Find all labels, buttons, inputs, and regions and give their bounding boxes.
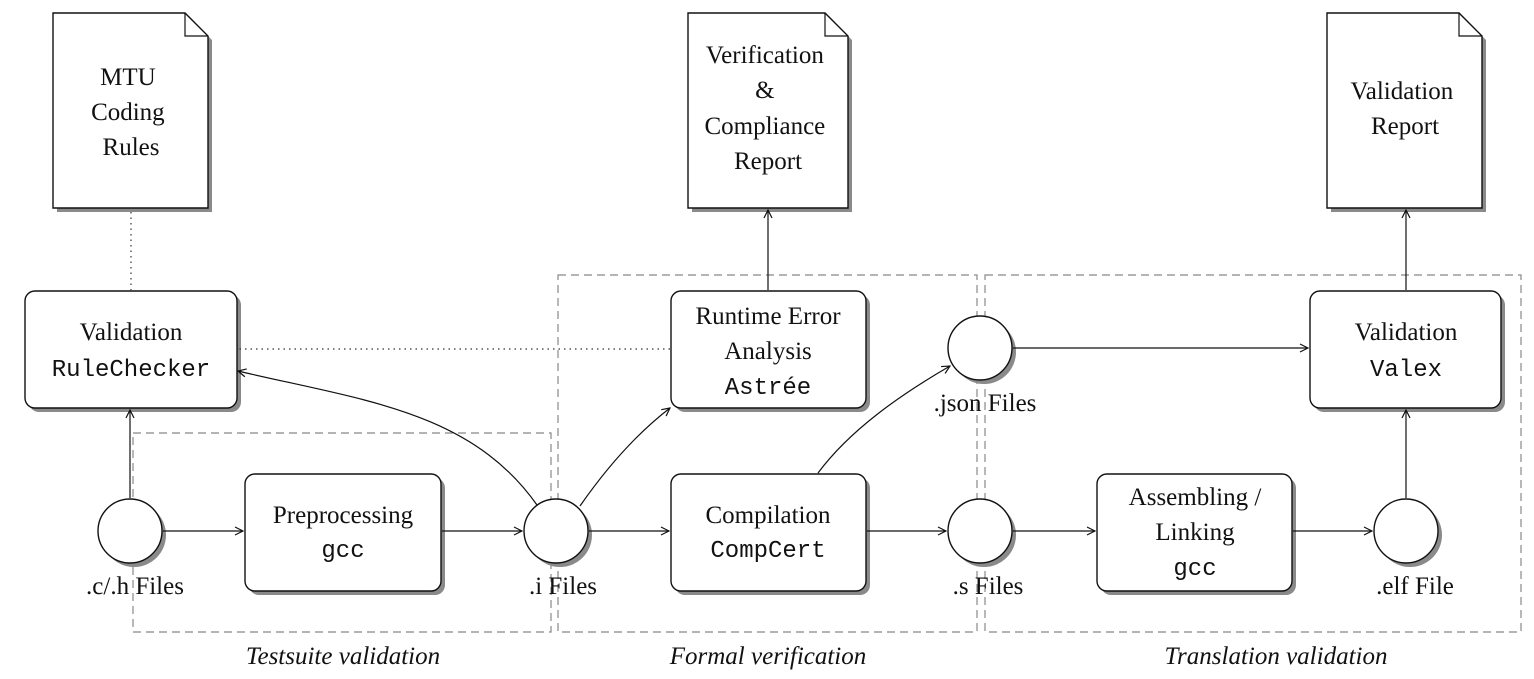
process-valex-label: Validation — [1355, 319, 1458, 346]
svg-text:Verification & Com: Verification & Compliance Report — [704, 42, 831, 175]
group-formal-caption: Formal verification — [669, 643, 867, 670]
process-assembling-linking: Assembling / Linking gcc — [1096, 473, 1296, 595]
process-rulechecker: Validation RuleChecker — [24, 290, 241, 412]
doc-compliance-line-1: Verification — [706, 42, 825, 69]
file-json-label: .json Files — [934, 390, 1037, 417]
file-node-ch: .c/.h Files — [86, 498, 184, 600]
doc-validation-report: Validation Report — [1326, 12, 1486, 212]
file-i-label: .i Files — [529, 573, 597, 600]
process-rulechecker-tool: RuleChecker — [52, 357, 210, 384]
process-preprocessing-tool: gcc — [321, 538, 364, 565]
process-compilation-label: Compilation — [706, 502, 832, 529]
group-translation-frame — [984, 274, 1522, 633]
process-assembling-tool: gcc — [1173, 556, 1216, 583]
file-node-s: .s Files — [947, 498, 1024, 600]
doc-mtu-line-2: Coding — [91, 99, 165, 126]
process-assembling-label-2: Linking — [1155, 519, 1235, 546]
process-runtime-label-1: Runtime Error — [695, 303, 841, 330]
doc-validation-line-2: Report — [1371, 113, 1439, 140]
process-runtime-tool: Astrée — [725, 375, 811, 402]
file-node-i: .i Files — [523, 498, 597, 600]
group-translation-caption: Translation validation — [1165, 643, 1388, 670]
process-valex: Validation Valex — [1309, 290, 1505, 412]
doc-compliance-line-3: Compliance — [704, 113, 825, 140]
process-assembling-label-1: Assembling / — [1129, 484, 1262, 511]
doc-mtu-line-3: Rules — [103, 134, 160, 161]
file-s-label: .s Files — [953, 573, 1024, 600]
doc-validation-line-1: Validation — [1350, 78, 1453, 105]
process-compilation-tool: CompCert — [710, 538, 825, 565]
file-node-elf: .elf File — [1373, 498, 1454, 600]
process-runtime-error-analysis: Runtime Error Analysis Astrée — [670, 290, 870, 412]
svg-text:MTU Coding Rules: MTU Coding Rules — [91, 64, 171, 161]
arrow-compilation-to-json — [817, 366, 950, 474]
group-testsuite-caption: Testsuite validation — [246, 643, 440, 670]
process-runtime-label-2: Analysis — [724, 338, 812, 365]
process-rulechecker-label: Validation — [80, 319, 183, 346]
svg-text:Validation Report: Validation Report — [1350, 78, 1459, 140]
process-valex-tool: Valex — [1370, 357, 1442, 384]
doc-mtu-line-1: MTU — [100, 64, 156, 91]
arrow-i-to-rulechecker — [238, 371, 538, 506]
arrow-i-to-runtime — [579, 408, 670, 507]
file-ch-label: .c/.h Files — [86, 573, 184, 600]
process-compilation: Compilation CompCert — [670, 473, 870, 595]
doc-compliance-line-4: Report — [734, 148, 802, 175]
doc-mtu-coding-rules: MTU Coding Rules — [52, 12, 212, 212]
file-elf-label: .elf File — [1376, 573, 1454, 600]
process-preprocessing: Preprocessing gcc — [244, 473, 445, 595]
process-preprocessing-label: Preprocessing — [273, 502, 414, 529]
doc-compliance-line-2: & — [755, 77, 774, 104]
file-node-json: .json Files — [934, 315, 1037, 417]
doc-compliance-report: Verification & Compliance Report — [687, 12, 852, 212]
